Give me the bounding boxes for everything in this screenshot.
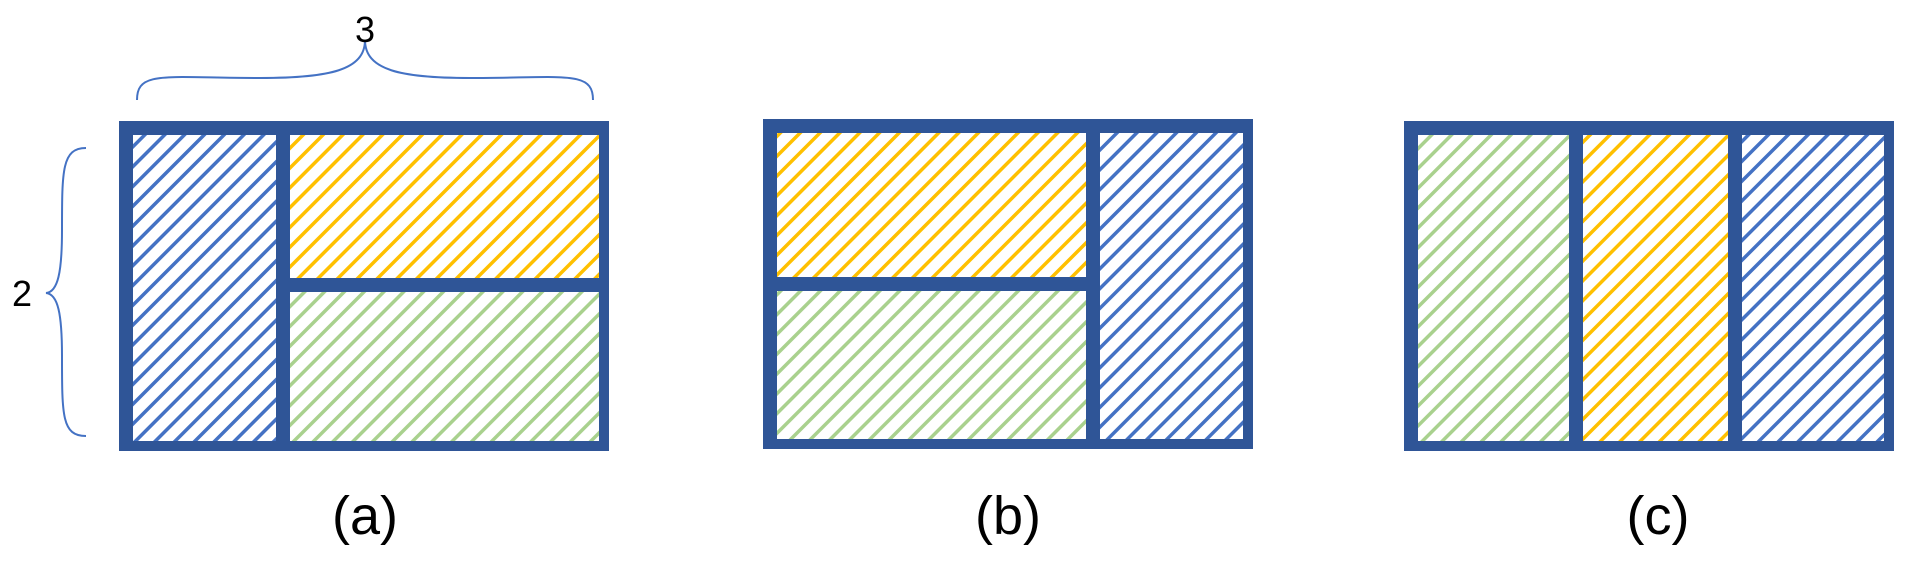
panel-a: (a) xyxy=(119,121,609,546)
panel-b-divider xyxy=(1086,133,1100,439)
panel-b-divider xyxy=(777,277,1086,291)
height-label: 2 xyxy=(12,273,32,314)
width-brace xyxy=(136,39,594,101)
panel-b: (b) xyxy=(763,119,1253,546)
width-label: 3 xyxy=(355,9,375,50)
panel-a-divider xyxy=(276,135,290,441)
panel-c-divider xyxy=(1728,135,1742,441)
panel-b-tile-orange xyxy=(777,133,1086,277)
panel-c: (c) xyxy=(1404,121,1894,546)
panel-c-divider xyxy=(1569,135,1583,441)
panel-b-caption: (b) xyxy=(975,486,1041,546)
panel-b-tile-blue xyxy=(1100,133,1243,439)
panel-c-tile-blue xyxy=(1742,135,1884,441)
panel-b-tile-green xyxy=(777,291,1086,439)
panel-c-caption: (c) xyxy=(1627,486,1690,546)
panel-a-caption: (a) xyxy=(332,486,398,546)
panel-c-tile-orange xyxy=(1583,135,1728,441)
panel-a-tile-green xyxy=(290,292,599,441)
panel-a-tile-blue xyxy=(133,135,276,441)
panel-c-tile-green xyxy=(1418,135,1569,441)
panel-a-tile-orange xyxy=(290,135,599,278)
height-brace xyxy=(45,147,87,437)
panel-a-divider xyxy=(290,278,599,292)
